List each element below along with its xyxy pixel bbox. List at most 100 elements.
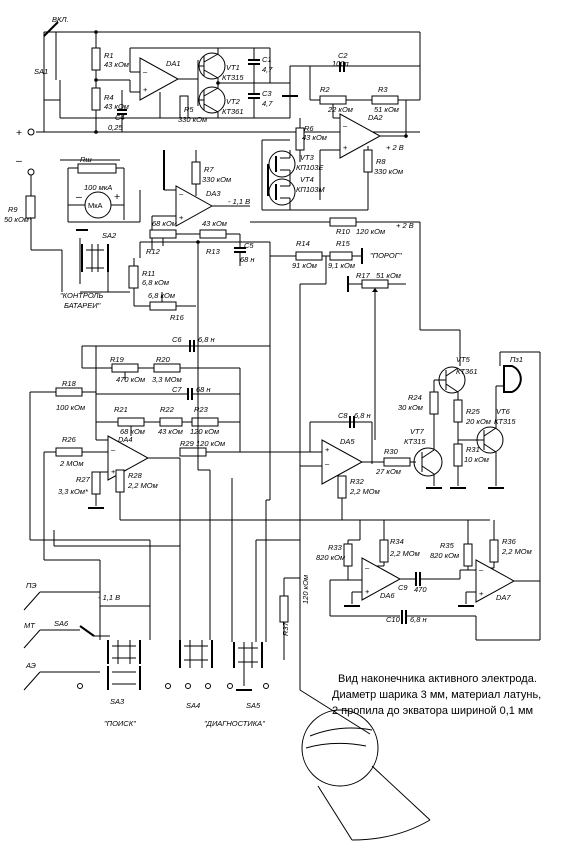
da2-minus: – (343, 121, 348, 130)
meter-value: 100 мкА (84, 183, 112, 192)
da1-label: DA1 (166, 59, 181, 68)
r25-value: 20 кОм (465, 417, 491, 426)
note-line-2: Диаметр шарика 3 мм, материал латунь, (332, 689, 541, 701)
r31-label: R31 (466, 445, 480, 454)
da7-label: DA7 (496, 593, 511, 602)
vt1-value: КТ315 (222, 73, 244, 82)
r31-value: 10 кОм (464, 455, 489, 464)
c4-value: 0,25 (108, 123, 123, 132)
r28-value: 2,2 МОм (127, 481, 158, 490)
sa2-label: SA2 (102, 231, 117, 240)
vkl-label: ВКЛ. (52, 15, 69, 24)
vt3-label: VT3 (300, 153, 315, 162)
r12-value: 68 кОм (152, 219, 177, 228)
power-section: ВКЛ. SA1 + – R9 50 кОм* Rш 100 мкА М (4, 15, 420, 322)
c9-value: 470 (414, 585, 427, 594)
r2-value: 22 кОм (327, 105, 353, 114)
da2-plus: + (343, 143, 348, 152)
meter-minus: – (76, 191, 82, 203)
r37-value: 120 кОм (301, 575, 310, 604)
da7-plus: + (479, 589, 484, 598)
r17-value: 51 кОм (376, 271, 401, 280)
r21-label: R21 (114, 405, 128, 414)
minus11b-label: - 1,1 В (98, 593, 120, 602)
r9-label: R9 (8, 205, 18, 214)
r24-label: R24 (408, 393, 422, 402)
r25-label: R25 (466, 407, 481, 416)
r9-value: 50 кОм* (4, 215, 33, 224)
r14-value: 91 кОм (292, 261, 317, 270)
r10-label: R10 (336, 227, 351, 236)
r36-label: R36 (502, 537, 517, 546)
rsh-label: Rш (80, 155, 92, 164)
da6-plus: + (365, 587, 370, 596)
da6-da7-section: R33 820 кОм R34 2,2 МОм DA6 – + C9 470 R… (316, 520, 541, 641)
r11-label: R11 (142, 269, 155, 278)
c2-label: C2 (338, 51, 348, 60)
r19-value: 470 кОм (116, 375, 145, 384)
sa4-label: SA4 (186, 701, 200, 710)
da5-section: C8 6,8 н DA5 – + R32 2,2 МОм R30 27 кОм … (300, 410, 443, 520)
da6-minus: – (365, 563, 370, 572)
r14-label: R14 (296, 239, 310, 248)
vt1-label: VT1 (226, 63, 240, 72)
ae-label: АЭ (25, 661, 36, 670)
r32-label: R32 (350, 477, 365, 486)
meter-plus: + (114, 191, 120, 203)
plus2v-b-label: + 2 В (396, 221, 414, 230)
c10-label: C10 (386, 615, 401, 624)
r7-label: R7 (204, 165, 214, 174)
kontrol-label-1: "КОНТРОЛЬ (60, 291, 104, 300)
r4-value: 43 кОм (104, 102, 129, 111)
note-line-3: 2 пропила до экватора шириной 0,1 мм (332, 705, 533, 717)
r35-value: 820 кОм (430, 551, 459, 560)
r22-value: 43 кОм (158, 427, 183, 436)
r26-label: R26 (62, 435, 77, 444)
r27-label: R27 (76, 475, 91, 484)
r30-value: 27 кОм (375, 467, 401, 476)
c8-value: 6,8 н (354, 411, 371, 420)
da6-label: DA6 (380, 591, 395, 600)
r19-label: R19 (110, 355, 125, 364)
c1-label: C1 (262, 55, 272, 64)
pe-label: ПЭ (26, 581, 37, 590)
mt-label: МТ (24, 621, 36, 630)
r30-label: R30 (384, 447, 399, 456)
porog-label: "ПОРОГ" (370, 251, 402, 260)
r13-value: 43 кОм (202, 219, 227, 228)
r2-label: R2 (320, 85, 330, 94)
vt2-label: VT2 (226, 97, 241, 106)
r7-value: 330 кОм (202, 175, 231, 184)
vt3-value: КП103Е (296, 163, 324, 172)
vt7-label: VT7 (410, 427, 425, 436)
r26-value: 2 МОм (59, 459, 83, 468)
c1-value: 4,7 (262, 65, 273, 74)
r21-value: 68 кОм (120, 427, 145, 436)
electrode-tip-drawing: Вид наконечника активного электрода. Диа… (299, 673, 541, 841)
r3-value: 51 кОм (374, 105, 399, 114)
da3-label: DA3 (206, 189, 221, 198)
r15-label: R15 (336, 239, 351, 248)
c8-label: C8 (338, 411, 348, 420)
r3-label: R3 (378, 85, 388, 94)
kontrol-label-2: БАТАРЕИ" (64, 301, 101, 310)
c7-label: C7 (172, 385, 182, 394)
r34-label: R34 (390, 537, 404, 546)
r1-value: 43 кОм (104, 60, 129, 69)
r6-label: R6 (304, 124, 314, 133)
output-section: VT5 КТ361 R24 30 кОм R25 20 кОм R31 10 к… (398, 329, 541, 580)
c6-label: C6 (172, 335, 182, 344)
r29-value: 120 кОм (196, 439, 225, 448)
switch-section: ПЭ МТ SA6 АЭ - 1,1 В SA3 "ПОИСК" (23, 338, 310, 728)
da5-minus: – (325, 459, 330, 468)
vt5-value: КТ361 (456, 367, 478, 376)
da5-label: DA5 (340, 437, 355, 446)
c4-label: C4 (115, 113, 125, 122)
r17-label: R17 (356, 271, 371, 280)
r16-label: R16 (170, 313, 185, 322)
da4-section: C6 6,8 н R19 470 кОм R20 3,3 МОм C7 68 н… (29, 335, 490, 560)
r12-label: R12 (146, 247, 161, 256)
vt4-value: КП103М (296, 185, 325, 194)
r33-label: R33 (328, 543, 343, 552)
